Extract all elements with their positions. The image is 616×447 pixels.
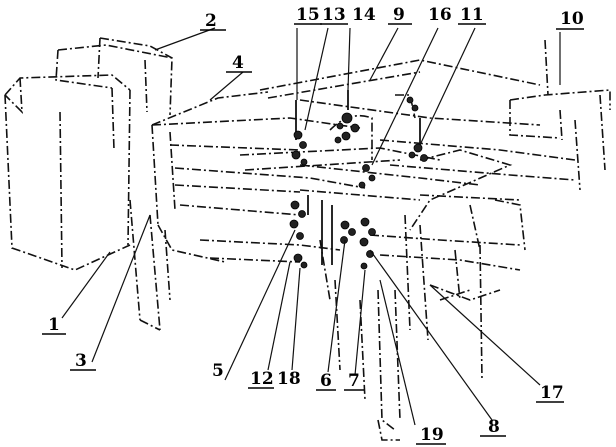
label-15: 15	[296, 5, 320, 25]
part-4-top-frame	[151, 91, 366, 263]
part-17-lower-right-legs	[404, 214, 501, 381]
label-16: 16	[428, 5, 452, 25]
cluster-right	[406, 96, 419, 112]
label-5: 5	[212, 361, 224, 381]
label-2: 2	[205, 11, 217, 31]
label-4: 4	[232, 53, 244, 73]
label-9: 9	[393, 5, 405, 25]
part-10-right-box	[509, 39, 611, 191]
cluster-8	[359, 217, 376, 270]
cluster-5	[289, 200, 308, 269]
label-19: 19	[420, 425, 444, 445]
part-labels: 2 4 15 13 14 9 16 11 10 1 3 5 12 18 6 7 …	[42, 5, 584, 445]
cluster-13	[291, 130, 308, 166]
cluster-16	[358, 164, 376, 189]
label-10: 10	[560, 9, 584, 29]
part-3-support-column	[129, 199, 171, 331]
part-9-rear-rail	[259, 59, 541, 126]
gripper-clusters	[289, 96, 428, 270]
vertical-rods	[295, 90, 421, 265]
label-6: 6	[320, 371, 332, 391]
cluster-14	[334, 112, 360, 144]
label-11: 11	[460, 5, 484, 25]
label-8: 8	[488, 417, 500, 437]
part-19-lower-legs	[334, 279, 401, 441]
label-3: 3	[75, 351, 87, 371]
label-12: 12	[250, 369, 274, 389]
part-2-upper-box	[55, 37, 173, 151]
cluster-11	[408, 143, 428, 162]
label-7: 7	[348, 371, 360, 391]
leader-lines	[61, 27, 561, 426]
part-1-left-box	[4, 74, 131, 271]
cluster-6	[340, 220, 356, 244]
label-14: 14	[352, 5, 376, 25]
label-18: 18	[277, 369, 301, 389]
label-13: 13	[322, 5, 346, 25]
label-17: 17	[540, 383, 564, 403]
label-1: 1	[48, 315, 60, 335]
